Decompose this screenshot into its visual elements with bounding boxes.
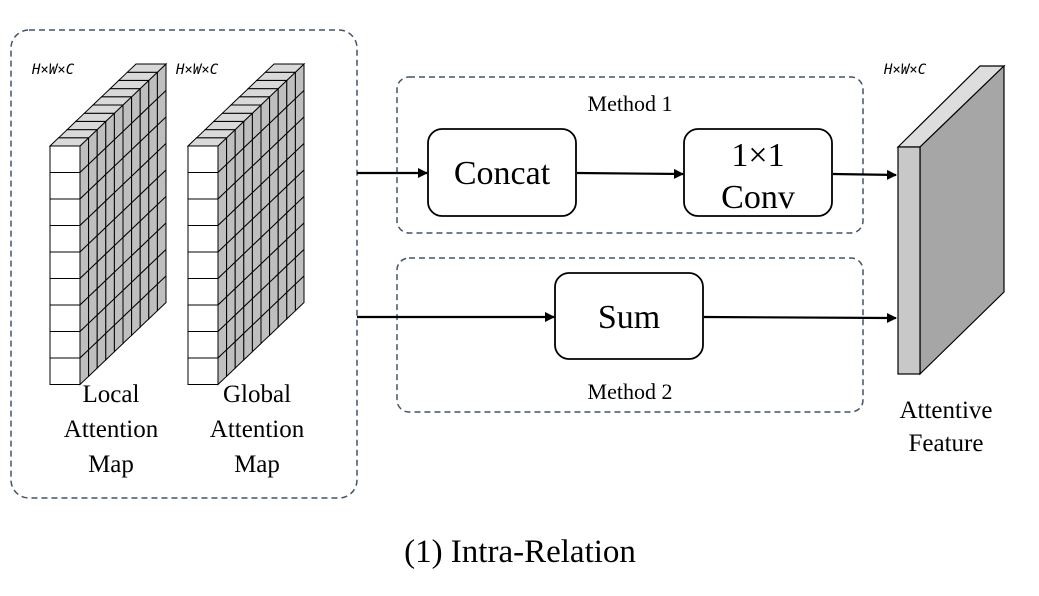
global-map-label-line1: Global: [223, 381, 291, 408]
method2-container: [396, 257, 864, 413]
global-attention-map-tensor: [186, 62, 306, 386]
tensor-front-cell: [49, 331, 81, 359]
tensor-front-cell: [187, 304, 219, 332]
tensor-front-cell: [187, 357, 219, 385]
output-dim-label: H×W×C: [883, 62, 927, 78]
output-front-face: [897, 146, 921, 375]
tensor-front-cell: [187, 278, 219, 306]
method1-title: Method 1: [588, 91, 673, 116]
conv-label-line1: 1×1: [731, 137, 784, 174]
method2-title: Method 2: [588, 379, 673, 404]
tensor-front-cell: [49, 251, 81, 279]
concat-box: [427, 128, 577, 217]
tensor-front-cell: [187, 198, 219, 226]
tensor-front-cell: [49, 198, 81, 226]
attentive-feature-tensor: [896, 64, 1006, 376]
tensor-front-cell: [49, 278, 81, 306]
local-map-label-line1: Local: [83, 381, 140, 408]
sum-box: [554, 272, 704, 360]
arrow-concat-to-conv: [576, 168, 684, 179]
tensor-front-cell: [49, 304, 81, 332]
output-label-line1: Attentive: [899, 397, 992, 424]
method1-container: [396, 76, 864, 234]
local-map-label-line2: Attention: [64, 416, 159, 443]
arrow-conv-to-output: [832, 169, 897, 180]
output-label-line2: Feature: [909, 430, 984, 457]
local-map-dim-label: H×W×C: [31, 62, 75, 78]
tensor-front-cell: [49, 225, 81, 253]
figure-caption: (1) Intra-Relation: [404, 534, 636, 570]
conv-label-line2: Conv: [721, 179, 795, 216]
local-attention-map-tensor: [48, 62, 168, 386]
tensor-side-cell: [156, 274, 167, 312]
tensor-front-cell: [187, 172, 219, 200]
concat-label: Concat: [454, 155, 551, 192]
input-maps-container: [10, 29, 358, 499]
tensor-top-cell: [126, 63, 168, 73]
global-map-label-line2: Attention: [210, 416, 305, 443]
tensor-side-cell: [294, 274, 305, 312]
global-map-label-line3: Map: [234, 451, 280, 478]
tensor-front-cell: [187, 251, 219, 279]
conv-box: [683, 128, 833, 217]
global-map-dim-label: H×W×C: [175, 62, 219, 78]
arrow-sum-to-output: [703, 312, 897, 323]
tensor-front-cell: [187, 225, 219, 253]
sum-label: Sum: [598, 299, 660, 336]
local-map-label-line3: Map: [88, 451, 134, 478]
tensor-front-cell: [187, 145, 219, 173]
tensor-front-cell: [187, 331, 219, 359]
tensor-top-cell: [264, 63, 306, 73]
tensor-front-cell: [49, 172, 81, 200]
tensor-front-cell: [49, 357, 81, 385]
tensor-front-cell: [49, 145, 81, 173]
